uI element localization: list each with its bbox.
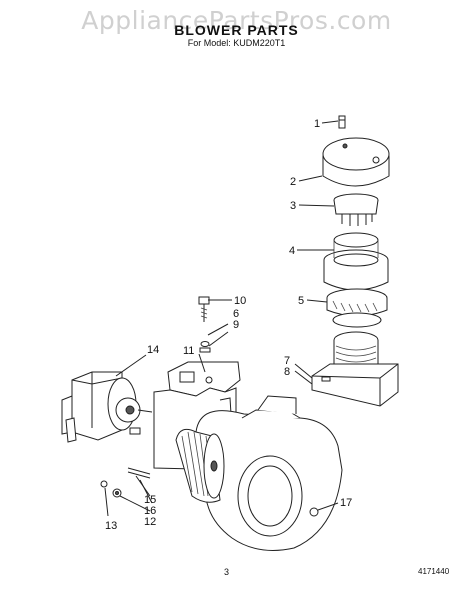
part-nut[interactable]: [112, 488, 122, 498]
part-stud[interactable]: [127, 467, 151, 479]
callout-15: 15: [144, 494, 156, 506]
part-housing-screw[interactable]: [309, 507, 319, 517]
part-blower-motor[interactable]: [61, 371, 153, 443]
part-screw[interactable]: [338, 115, 346, 129]
callout-17: 17: [340, 497, 352, 509]
callout-10: 10: [234, 295, 246, 307]
watermark: AppliancePartsPros.com: [81, 6, 392, 35]
callout-4: 4: [289, 245, 295, 257]
part-upper-housing[interactable]: [323, 232, 389, 291]
document-id: 4171440: [418, 567, 450, 576]
diagram-title: BLOWER PARTS: [174, 22, 299, 38]
callout-7: 7: [284, 355, 290, 367]
page-number: 3: [224, 567, 230, 577]
model-subtitle: For Model: KUDM220T1: [187, 38, 286, 48]
part-connector[interactable]: [333, 193, 379, 226]
callout-9: 9: [233, 319, 239, 331]
callout-14: 14: [147, 344, 159, 356]
part-motor-cap[interactable]: [322, 137, 390, 187]
part-mounting-screw[interactable]: [198, 296, 210, 322]
callout-3: 3: [290, 200, 296, 212]
part-lockwasher[interactable]: [100, 480, 108, 488]
callout-5: 5: [298, 295, 304, 307]
callout-11: 11: [183, 345, 194, 357]
callout-16: 16: [144, 505, 156, 517]
callout-13: 13: [105, 520, 117, 532]
callout-2: 2: [290, 176, 296, 188]
part-washer[interactable]: [199, 341, 211, 353]
leader-lines: [104, 120, 339, 517]
callout-6: 6: [233, 308, 239, 320]
callout-12: 12: [144, 516, 156, 528]
part-blower-housing[interactable]: [175, 395, 343, 551]
part-seal-ring[interactable]: [326, 288, 388, 328]
part-duct-base[interactable]: [311, 331, 399, 407]
callout-1: 1: [314, 118, 320, 130]
callout-8: 8: [284, 366, 290, 378]
